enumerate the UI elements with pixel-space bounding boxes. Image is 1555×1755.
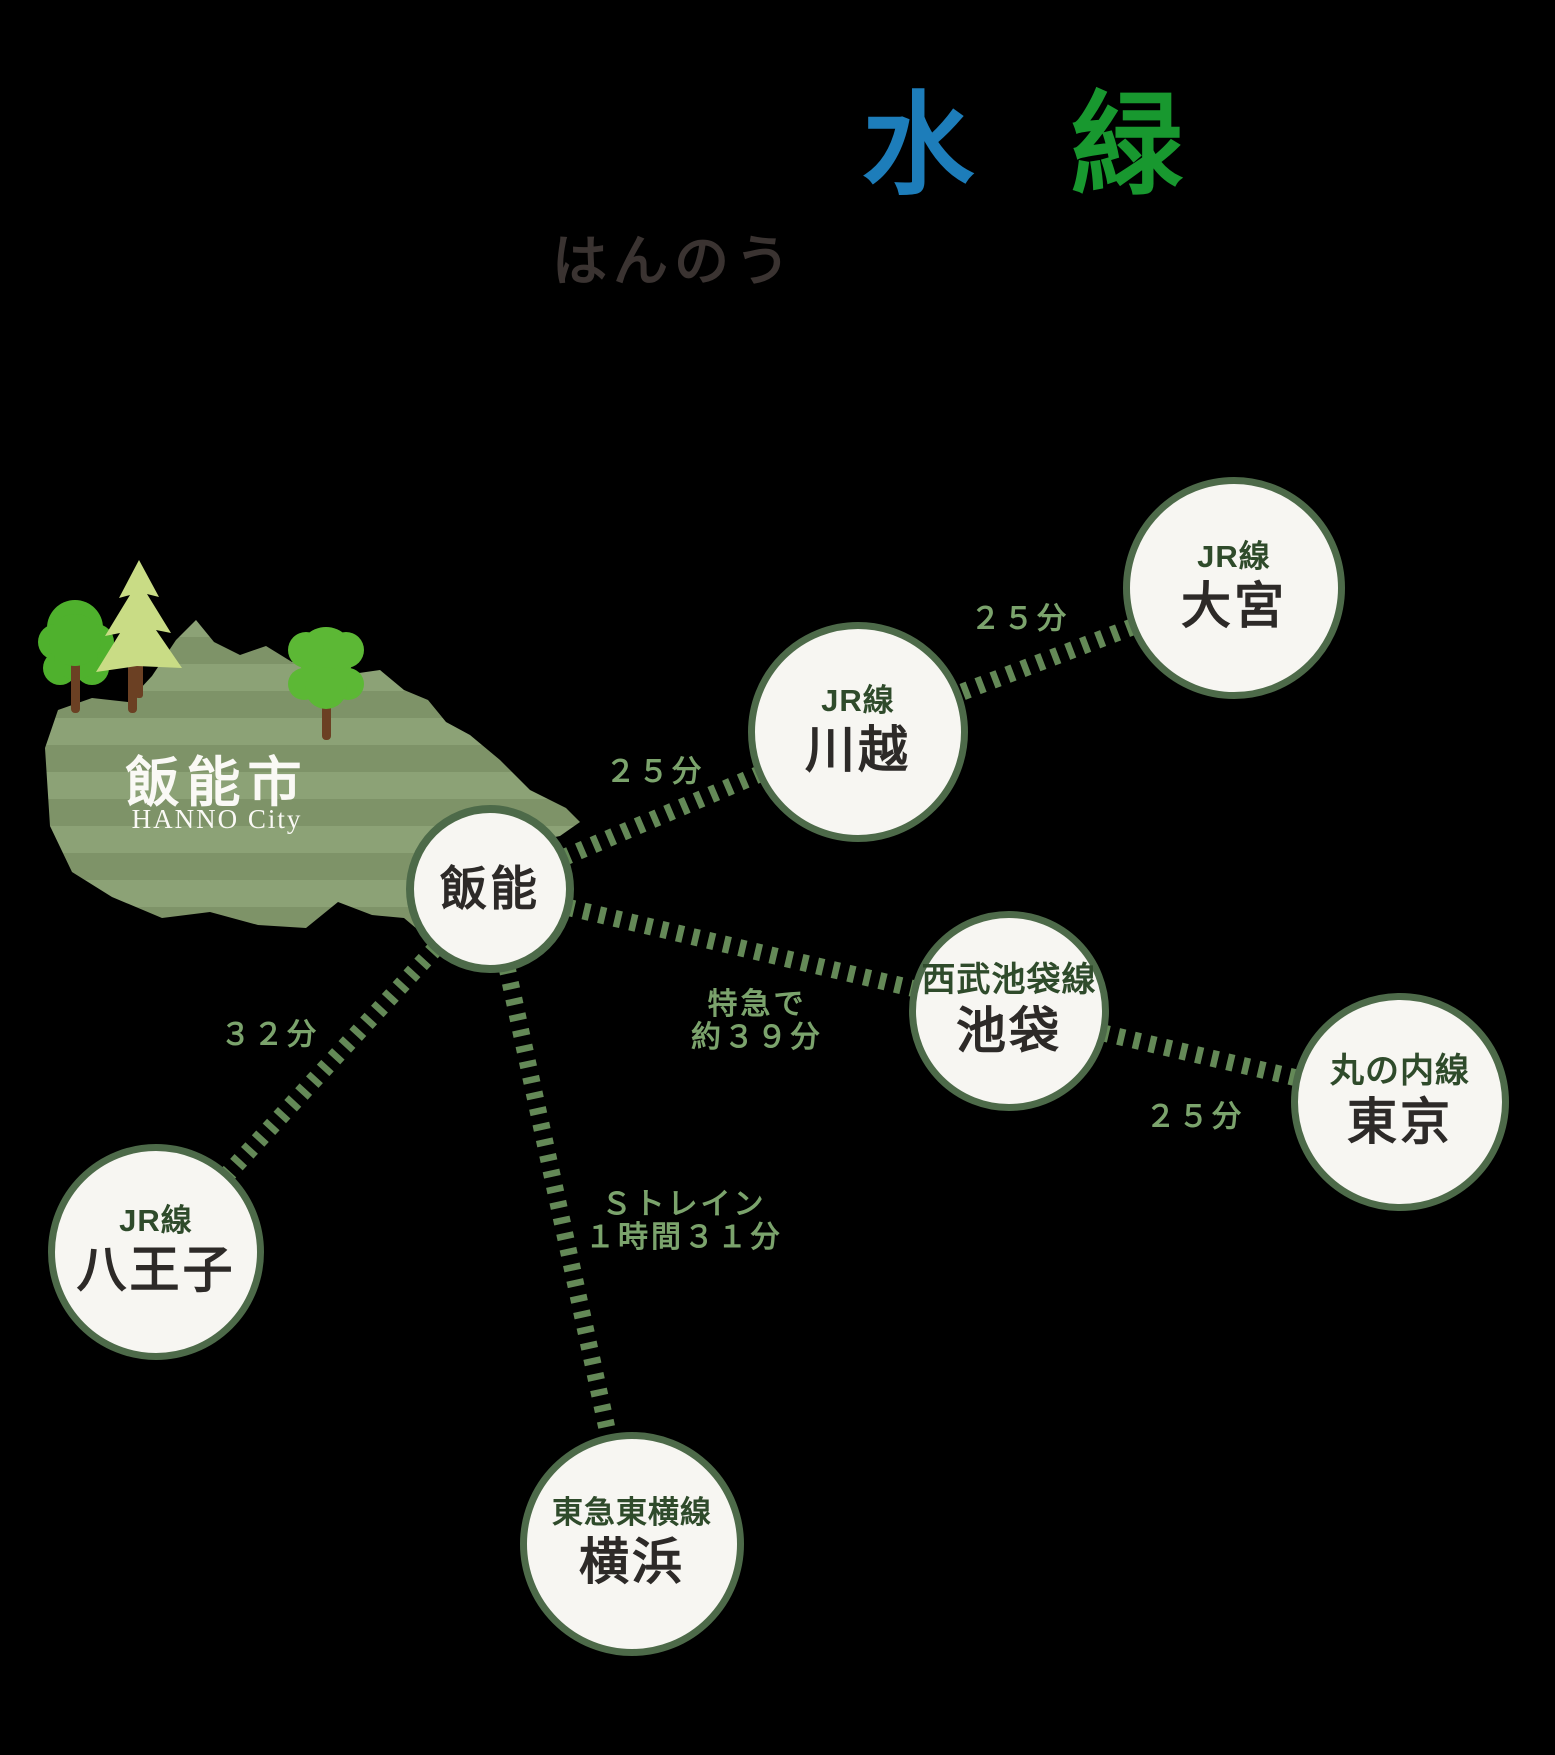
title-furigana: はんのう (552, 230, 797, 292)
title-char-water: 水 (862, 83, 974, 208)
tree-left-trunk-fix (49, 614, 101, 713)
travel-time-hanno-hachioji: ３２分 (220, 1018, 320, 1052)
station-node-ikebukuro: 西武池袋線 池袋 (909, 911, 1109, 1111)
line-name: 東急東横線 (552, 1495, 712, 1531)
tree-right (288, 627, 364, 740)
station-name: 池袋 (956, 1002, 1062, 1059)
station-node-kawagoe: JR線 川越 (748, 622, 968, 842)
line-name: JR線 (119, 1203, 193, 1239)
station-node-hachioji: JR線 八王子 (48, 1144, 264, 1360)
station-node-yokohama: 東急東横線 横浜 (520, 1432, 744, 1656)
tree-pine (96, 560, 182, 698)
travel-time-hanno-yokohama: Ｓトレイン １時間３１分 (585, 1188, 783, 1254)
station-name: 横浜 (579, 1534, 685, 1591)
travel-time-ikebukuro-tokyo: ２５分 (1145, 1100, 1245, 1134)
station-node-tokyo: 丸の内線 東京 (1291, 993, 1509, 1211)
line-name: JR線 (821, 683, 895, 719)
city-name-label: 飯能市 (125, 753, 309, 813)
station-name: 八王子 (76, 1242, 236, 1299)
station-name: 大宮 (1181, 578, 1287, 635)
station-name: 飯能 (440, 861, 540, 915)
station-node-hanno: 飯能 (406, 805, 574, 973)
travel-time-hanno-kawagoe: ２５分 (605, 755, 705, 789)
line-name: 西武池袋線 (921, 960, 1097, 999)
station-name: 川越 (805, 722, 911, 779)
line-name: JR線 (1197, 539, 1271, 575)
station-name: 東京 (1347, 1093, 1453, 1150)
city-name-english-label: HANNO City (131, 804, 303, 834)
station-node-omiya: JR線 大宮 (1123, 477, 1345, 699)
line-name: 丸の内線 (1330, 1051, 1470, 1090)
travel-time-kawagoe-omiya: ２５分 (970, 602, 1070, 636)
travel-time-hanno-ikebukuro: 特急で 約３９分 (691, 988, 823, 1054)
title-char-green: 緑 (1071, 83, 1183, 208)
